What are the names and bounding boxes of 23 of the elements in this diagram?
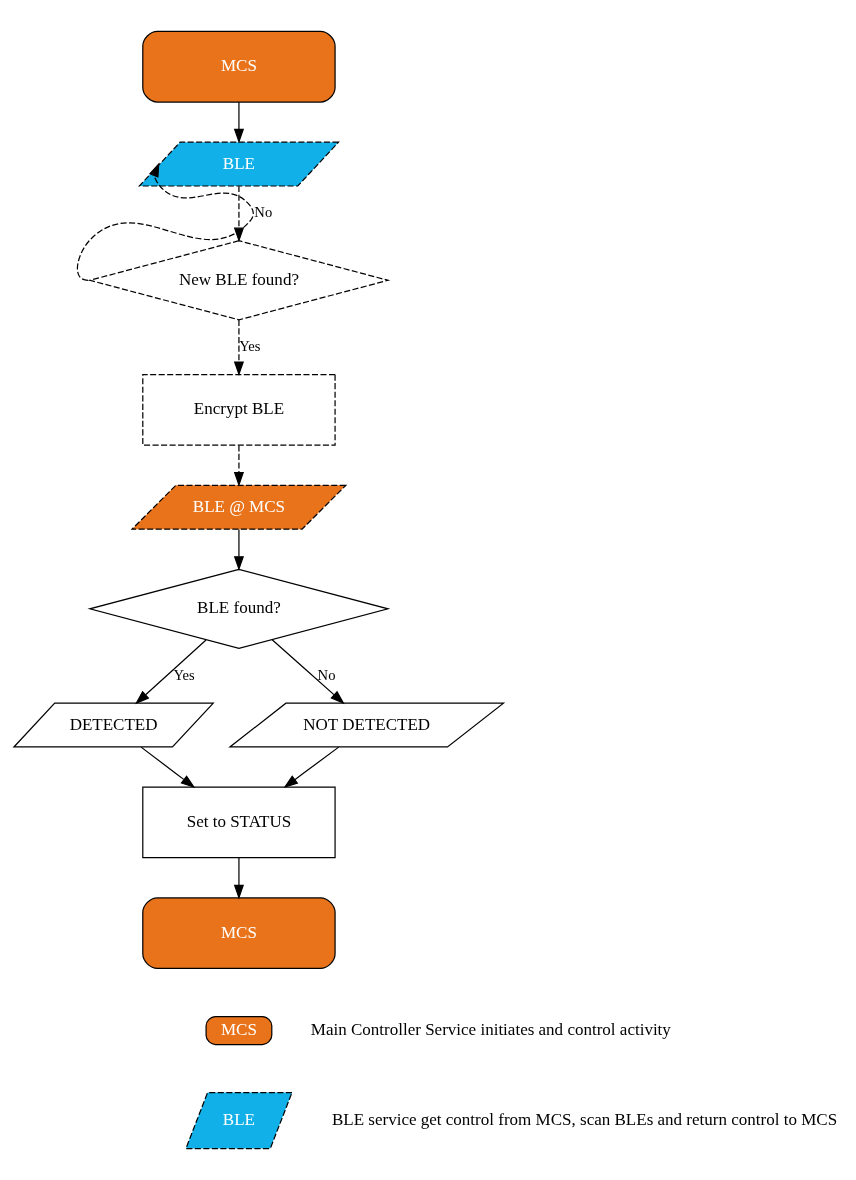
node-diamond: BLE found?: [87, 568, 390, 650]
arrow: [233, 444, 244, 487]
arrow: [134, 639, 207, 705]
arrow: [76, 162, 254, 281]
edge-label: Yes: [173, 666, 195, 683]
arrow: [283, 746, 339, 789]
arrow: [233, 319, 244, 377]
node-box: Encrypt BLE: [141, 374, 336, 446]
edge-label: No: [253, 204, 272, 221]
node-box: MCS: [204, 1015, 272, 1046]
edge-label: No: [317, 666, 335, 683]
node-label: Main Controller Service initiates and control activity: [310, 1020, 671, 1040]
node-box: MCS: [141, 897, 336, 970]
node-diamond: New BLE found?: [87, 240, 390, 321]
arrow: [140, 746, 195, 789]
node-box: Set to STATUS: [141, 786, 336, 859]
arrow: [233, 857, 244, 900]
node-box: MCS: [141, 30, 336, 103]
arrow: [233, 528, 244, 571]
edge-label: Yes: [238, 338, 261, 354]
arrow: [271, 639, 345, 705]
node-label: BLE service get control from MCS, scan BLEs and return control to MCS: [331, 1110, 837, 1130]
arrow: [233, 101, 244, 144]
